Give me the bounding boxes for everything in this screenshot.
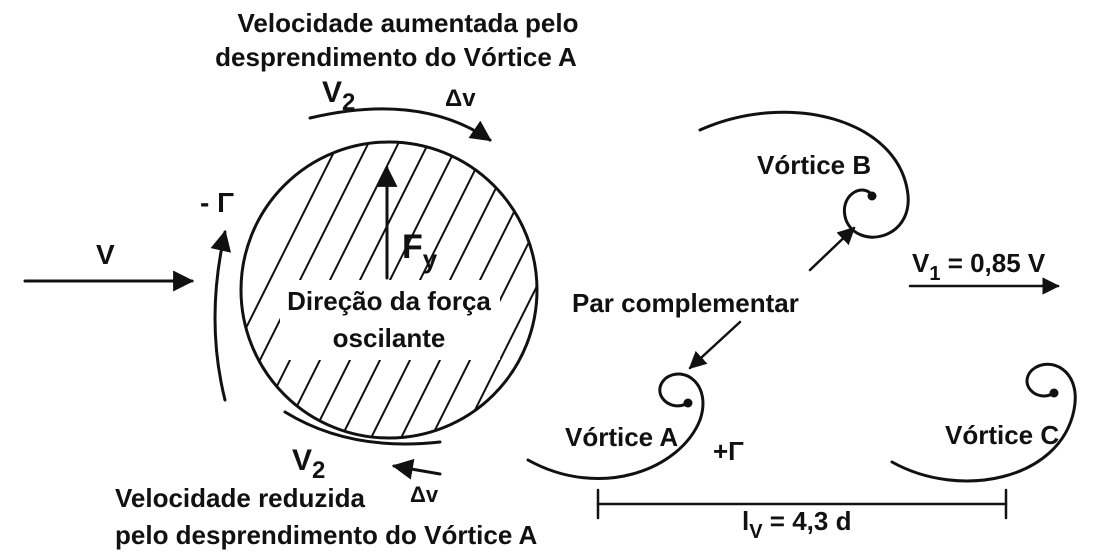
spacing-dimension xyxy=(596,488,1008,520)
fy-label: Fy xyxy=(402,228,438,274)
top-velocity-arrow xyxy=(308,107,492,142)
vortex-c-core xyxy=(1049,388,1059,398)
spacing-label: lV = 4,3 d xyxy=(742,506,851,543)
vortex-a-label: Vórtice A xyxy=(565,422,678,452)
cylinder xyxy=(239,140,539,440)
pair-label: Par complementar xyxy=(572,288,799,318)
center-label-bg xyxy=(280,280,500,360)
minus-gamma-label: - Γ xyxy=(200,187,234,218)
vortex-b-label: Vórtice B xyxy=(757,150,871,180)
delta-v-top-label: Δv xyxy=(445,85,476,112)
top-title-line2: desprendimento do Vórtice A xyxy=(215,42,577,72)
top-title-line1: Velocidade aumentada pelo xyxy=(238,8,579,38)
center-label-line1: Direção da força xyxy=(287,286,491,316)
pair-pointer-a xyxy=(688,320,742,370)
plus-gamma-label: +Γ xyxy=(713,436,744,466)
vortex-c-spiral xyxy=(890,362,1077,483)
incoming-v-label: V xyxy=(96,239,115,270)
bottom-delta-v-arrow xyxy=(391,458,442,480)
center-label-line2: oscilante xyxy=(333,323,446,353)
bottom-title-line1: Velocidade reduzida xyxy=(115,483,366,513)
v2-bottom-label: V2 xyxy=(292,444,325,484)
pair-pointer-b xyxy=(808,226,856,272)
vortex-a-core xyxy=(683,398,693,408)
bottom-title-line2: pelo desprendimento do Vórtice A xyxy=(115,520,538,550)
v1-label: V1 = 0,85 V xyxy=(912,248,1046,285)
v2-top-label: V2 xyxy=(322,76,355,116)
vortex-b-core xyxy=(867,191,877,201)
vortex-b-spiral xyxy=(698,110,910,239)
vortex-a-spiral xyxy=(526,372,705,481)
vortex-c-label: Vórtice C xyxy=(945,420,1059,450)
bottom-velocity-arc xyxy=(283,410,442,446)
delta-v-bottom-label: Δv xyxy=(410,482,439,507)
circulation-arrow xyxy=(210,229,232,402)
cylinder-outline xyxy=(239,140,539,440)
